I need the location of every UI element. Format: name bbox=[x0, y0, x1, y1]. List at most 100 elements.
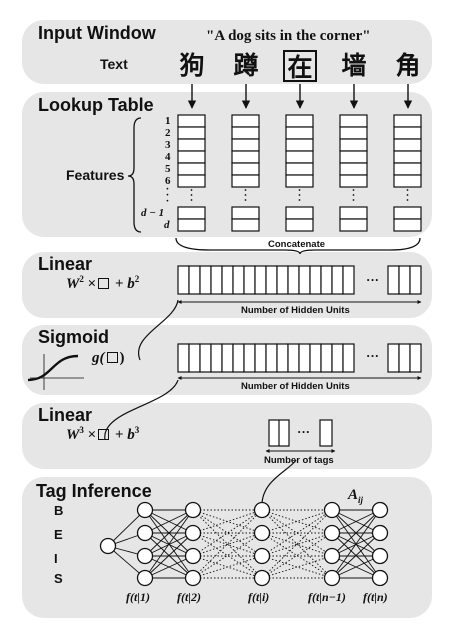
lookup-vdot bbox=[244, 199, 247, 201]
lookup-vdot bbox=[190, 189, 193, 191]
transition-edge bbox=[144, 509, 194, 557]
hidden-unit bbox=[254, 265, 267, 295]
lookup-cell-d bbox=[339, 218, 368, 232]
lookup-table-title: Lookup Table bbox=[38, 95, 154, 115]
input-placeholder-square bbox=[98, 278, 110, 289]
hidden-unit bbox=[265, 265, 278, 295]
lookup-cell bbox=[393, 162, 422, 176]
char-4: 墙 bbox=[341, 51, 367, 80]
hidden-unit bbox=[199, 265, 212, 295]
col-label-n: f(t|n) bbox=[363, 590, 388, 604]
lookup-cell bbox=[285, 162, 314, 176]
sigmoid-formula: g() bbox=[92, 350, 125, 367]
hidden-unit bbox=[276, 265, 289, 295]
hidden-unit bbox=[398, 265, 411, 295]
hidden-unit bbox=[298, 343, 311, 373]
hidden-units-row-1 bbox=[177, 265, 422, 295]
lookup-cell bbox=[339, 138, 368, 152]
hidden-unit bbox=[232, 265, 245, 295]
lattice-node bbox=[184, 569, 202, 587]
transition-edge bbox=[144, 509, 194, 579]
hidden-unit bbox=[287, 343, 300, 373]
lookup-cell bbox=[231, 138, 260, 152]
lookup-vdot bbox=[406, 189, 409, 191]
hidden-unit bbox=[232, 343, 245, 373]
transition-edge bbox=[331, 555, 381, 579]
concatenate-label: Concatenate bbox=[268, 239, 326, 250]
lattice-node bbox=[136, 547, 154, 565]
features-brace bbox=[127, 117, 142, 233]
lookup-cell-d-minus-1 bbox=[285, 206, 314, 220]
lookup-vdot bbox=[352, 194, 355, 196]
sentence-text: "A dog sits in the corner" bbox=[206, 28, 371, 44]
hidden-unit bbox=[221, 343, 234, 373]
hidden-unit bbox=[331, 343, 344, 373]
linear-2-panel bbox=[22, 403, 432, 469]
tag-output-boxes bbox=[268, 419, 333, 447]
row-number-5: 5 bbox=[165, 163, 171, 175]
hidden-unit bbox=[331, 265, 344, 295]
concatenate-brace bbox=[175, 237, 421, 255]
hidden-unit bbox=[342, 343, 355, 373]
lookup-vdot bbox=[190, 194, 193, 196]
start-edge bbox=[107, 545, 146, 579]
lookup-cell-d bbox=[177, 218, 206, 232]
sigmoid-title: Sigmoid bbox=[38, 327, 109, 347]
linear-1-times: × bbox=[87, 276, 97, 292]
hidden-unit bbox=[342, 265, 355, 295]
tag-inference-title: Tag Inference bbox=[36, 481, 152, 501]
hidden-units-row-2 bbox=[177, 343, 422, 373]
lookup-cell bbox=[393, 150, 422, 164]
lookup-cell bbox=[339, 126, 368, 140]
transition-edge bbox=[331, 509, 381, 579]
lattice-node bbox=[184, 547, 202, 565]
lattice-node bbox=[323, 501, 341, 519]
transition-edge bbox=[261, 509, 333, 579]
start-edge bbox=[107, 509, 146, 547]
lookup-cell bbox=[177, 174, 206, 188]
lookup-vdot bbox=[406, 199, 409, 201]
lookup-vdot bbox=[244, 194, 247, 196]
transition-edge bbox=[331, 509, 381, 557]
lookup-cell bbox=[339, 162, 368, 176]
lattice-node bbox=[371, 569, 389, 587]
transition-edge bbox=[331, 532, 381, 579]
lookup-cell-d-minus-1 bbox=[339, 206, 368, 220]
lookup-cell bbox=[393, 174, 422, 188]
sigmoid-placeholder-square bbox=[106, 352, 118, 363]
row-d: d bbox=[164, 219, 170, 231]
lookup-vdot bbox=[190, 199, 193, 201]
lookup-columns bbox=[177, 114, 422, 232]
hidden-unit bbox=[199, 343, 212, 373]
lookup-cell-d bbox=[393, 218, 422, 232]
transition-edge bbox=[192, 509, 263, 534]
lookup-cell bbox=[393, 138, 422, 152]
linear-2-formula: W3 × + b3 bbox=[66, 425, 139, 444]
lookup-cell-d bbox=[231, 218, 260, 232]
lookup-vdot bbox=[352, 189, 355, 191]
lookup-cell bbox=[285, 174, 314, 188]
hidden-unit bbox=[177, 343, 190, 373]
lattice-node bbox=[184, 501, 202, 519]
lattice-node bbox=[253, 501, 271, 519]
lookup-cell bbox=[177, 150, 206, 164]
char-2: 蹲 bbox=[233, 51, 259, 80]
input-window-title: Input Window bbox=[38, 23, 156, 43]
connector-tags-to-inference bbox=[261, 459, 297, 506]
transition-edge bbox=[192, 509, 263, 579]
lattice-node bbox=[371, 524, 389, 542]
row-d-minus-1: d − 1 bbox=[141, 207, 165, 219]
transition-edge bbox=[331, 509, 381, 534]
lookup-cell bbox=[393, 114, 422, 128]
lattice-node bbox=[136, 569, 154, 587]
hidden-units-1-label: Number of Hidden Units bbox=[241, 305, 350, 316]
linear-1-formula: W2 × + b2 bbox=[66, 274, 139, 293]
hidden-unit bbox=[188, 265, 201, 295]
lookup-cell bbox=[177, 162, 206, 176]
transition-edge bbox=[192, 555, 263, 579]
tag-i: I bbox=[54, 551, 58, 566]
lookup-cell bbox=[339, 150, 368, 164]
char-1: 狗 bbox=[179, 51, 205, 80]
tag-b: B bbox=[54, 503, 64, 518]
